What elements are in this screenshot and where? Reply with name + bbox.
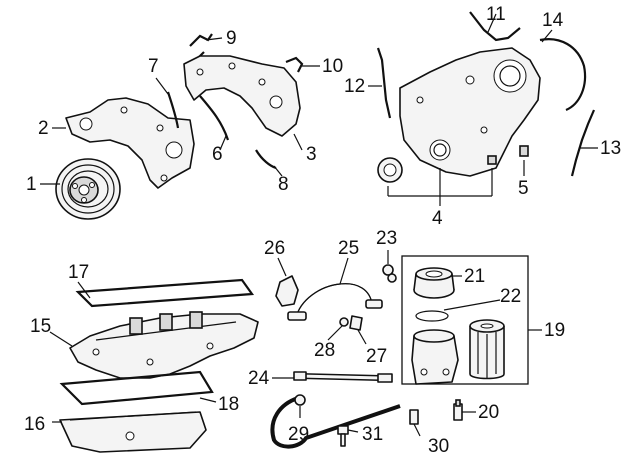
upper-oil-pan (69, 311, 259, 379)
callout-24: 24 (248, 368, 270, 389)
oil-pressure-sensor (453, 399, 463, 421)
lower-oil-pan (59, 411, 207, 453)
front-cover-plate (65, 97, 195, 189)
timing-chain-case (399, 47, 541, 177)
callout-6: 6 (212, 144, 223, 165)
hose-fitting (382, 264, 397, 283)
callout-1: 1 (26, 174, 37, 195)
callout-13: 13 (600, 138, 621, 159)
callout-31: 31 (362, 424, 383, 445)
callout-11: 11 (486, 4, 506, 25)
oil-filter-element (469, 319, 505, 380)
timing-case-gasket-right (570, 109, 596, 177)
upper-timing-gasket-strip (469, 11, 521, 42)
return-hose (270, 394, 401, 449)
callout-5: 5 (518, 178, 529, 199)
locating-sleeve (519, 145, 529, 157)
hose-seal-ring (339, 317, 349, 327)
timing-cover-gasket-strip (166, 91, 180, 129)
lower-oil-pan-gasket (59, 370, 214, 406)
callout-2: 2 (38, 118, 49, 139)
oil-filter-cap (413, 267, 455, 299)
hose-bolt (337, 425, 349, 447)
callout-25: 25 (338, 238, 359, 259)
callout-17: 17 (68, 262, 89, 283)
callout-14: 14 (542, 10, 564, 31)
callout-22: 22 (500, 286, 521, 307)
callout-26: 26 (264, 238, 285, 259)
hose-bracket (275, 275, 299, 307)
oil-filter-housing (411, 329, 459, 385)
callout-30: 30 (428, 436, 449, 457)
callout-16: 16 (24, 414, 45, 435)
callout-7: 7 (148, 56, 159, 77)
hose-clip (349, 315, 363, 331)
callout-19: 19 (544, 320, 565, 341)
callout-3: 3 (306, 144, 317, 165)
callout-4: 4 (432, 208, 443, 229)
filter-cap-o-ring (415, 310, 449, 322)
callout-15: 15 (30, 316, 51, 337)
callout-10: 10 (322, 56, 343, 77)
oil-filter-assembly-box (401, 255, 529, 385)
callout-28: 28 (314, 340, 335, 361)
callout-labels: 1 2 3 4 5 6 7 8 9 10 11 12 13 14 15 16 1… (24, 4, 621, 457)
oil-cooler-hose (287, 283, 383, 321)
cover-seal-gasket (285, 56, 304, 73)
callout-8: 8 (278, 174, 289, 195)
oil-line (293, 371, 393, 383)
crankshaft-pulley (55, 158, 121, 220)
callout-27: 27 (366, 346, 387, 367)
line-clip (409, 409, 419, 425)
callout-29: 29 (288, 424, 309, 445)
cover-gasket-ring (539, 38, 587, 112)
callout-20: 20 (478, 402, 499, 423)
upper-oil-pan-gasket (75, 278, 255, 308)
callout-18: 18 (218, 394, 239, 415)
callout-21: 21 (464, 266, 485, 287)
timing-case-gasket-left (376, 47, 392, 119)
dowel-pin (487, 155, 497, 165)
side-cover-gasket (255, 149, 277, 170)
leader-lines (40, 13, 598, 437)
callout-9: 9 (226, 28, 237, 49)
upper-timing-cover (183, 55, 301, 137)
lower-cover-gasket (199, 95, 230, 141)
callout-12: 12 (344, 76, 365, 97)
callout-23: 23 (376, 228, 397, 249)
